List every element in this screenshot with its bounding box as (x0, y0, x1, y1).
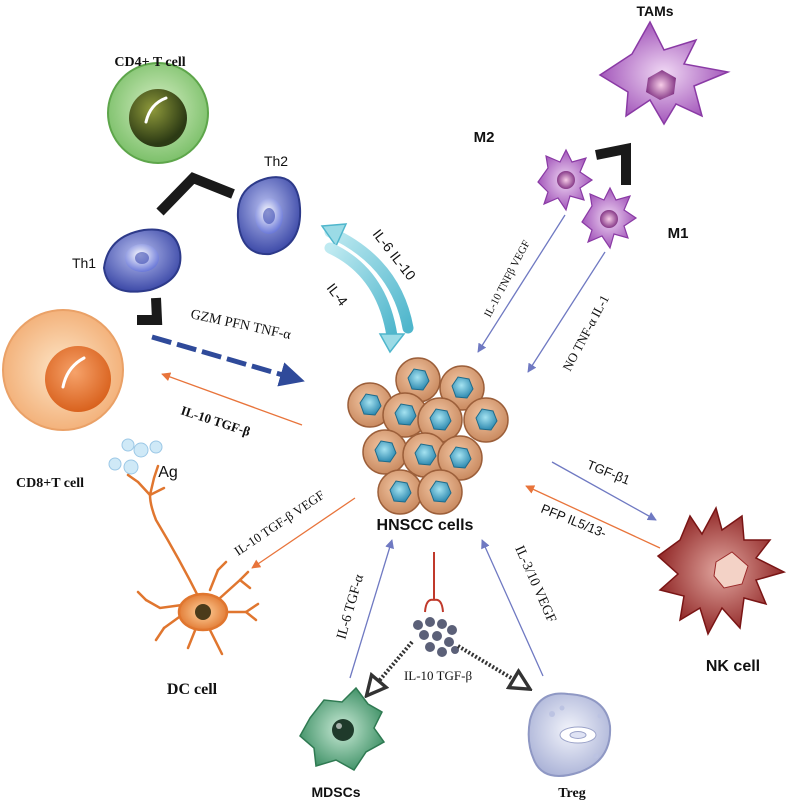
tumor-cell-nucleus (407, 368, 430, 391)
tams-label: TAMs (636, 3, 673, 19)
treg-signal-label: IL-3/10 VEGF (511, 544, 558, 626)
il4-label: IL-4 (324, 280, 352, 309)
cd8-t-cell-icon (2, 309, 124, 431)
cd4-label: CD4+ T cell (114, 55, 185, 70)
vesicle-to-mdsc-arrow (368, 640, 414, 694)
th-tumor-cytokine-curved-arrow (320, 223, 414, 354)
dc-cell-icon (126, 464, 260, 656)
th2-label: Th2 (264, 153, 288, 169)
tumor-to-nk-arrow (551, 461, 657, 521)
cd4-differentiation-connector (156, 172, 235, 216)
vesicle-to-treg-arrow (456, 644, 528, 688)
gzm-label: GZM PFN TNF-α (189, 307, 293, 343)
tumor-cell-nucleus (389, 480, 412, 503)
treg-label: Treg (558, 786, 585, 800)
center-label: HNSCC cells (377, 517, 474, 534)
tumor-cell-nucleus (429, 408, 452, 431)
mdsc-signal-label: IL-6 TGF-α (334, 572, 367, 641)
m2-to-tumor-arrow (477, 214, 566, 353)
tumor-cell-nucleus (451, 376, 474, 399)
il6-il10-label: IL-6 IL-10 (370, 226, 420, 283)
tumor-cell-nucleus (414, 443, 437, 466)
m2-macrophage-icon (537, 148, 594, 212)
dc-inhibit-label: IL-10 TGF-β VEGF (231, 487, 327, 558)
cd8-inhibit-label: IL-10 TGF-β (179, 403, 252, 440)
mdsc-label: MDSCs (311, 784, 360, 800)
vesicle-signal-label: IL-10 TGF-β (404, 668, 473, 683)
tams-macrophage-icon (598, 20, 731, 126)
treg-cell-icon (527, 692, 612, 777)
tumor-to-cd8-arrow (161, 372, 303, 426)
cd8-label: CD8+T cell (16, 476, 84, 491)
mdsc-cell-icon (299, 686, 386, 771)
tumor-cell-nucleus (374, 440, 397, 463)
tumor-cell-nucleus (475, 408, 498, 431)
tumor-cell-nucleus (449, 446, 472, 469)
receptor-icon (424, 552, 444, 613)
tumor-cell-nucleus (359, 393, 382, 416)
th2-cell-icon (236, 176, 302, 256)
vesicle-cluster-icon (413, 617, 459, 657)
m1-signal-label: NO TNF-α IL-1 (559, 292, 612, 373)
nk-cell-icon (656, 505, 787, 636)
m1-macrophage-icon (581, 186, 638, 250)
m1-label: M1 (668, 225, 689, 242)
tumor-cell-nucleus (429, 480, 452, 503)
treg-to-tumor-arrow (481, 539, 544, 677)
cd8-to-tumor-dashed-arrow (151, 334, 305, 387)
dc-label: DC cell (167, 681, 218, 698)
nk-tgf-label: TGF-β1 (585, 457, 632, 488)
tumor-to-dc-arrow (251, 497, 356, 569)
nk-to-tumor-arrow (525, 485, 661, 549)
mdsc-to-tumor-arrow (349, 539, 394, 679)
m2-label: M2 (474, 129, 495, 146)
nk-pfp-label: PFP IL5/13- (539, 501, 609, 541)
cd4-t-cell-icon (107, 62, 209, 164)
antigen-bubbles-icon (108, 438, 163, 475)
th1-connector (137, 297, 163, 325)
macrophage-differentiation-connector (595, 142, 631, 185)
m1-to-tumor-arrow (527, 251, 606, 373)
th1-cell-icon (102, 228, 182, 293)
nk-label: NK cell (706, 658, 760, 675)
ag-label: Ag (158, 464, 178, 481)
th1-label: Th1 (72, 255, 96, 271)
hnscc-tumor-cluster-icon (347, 357, 509, 515)
tumor-cell-nucleus (394, 403, 417, 426)
